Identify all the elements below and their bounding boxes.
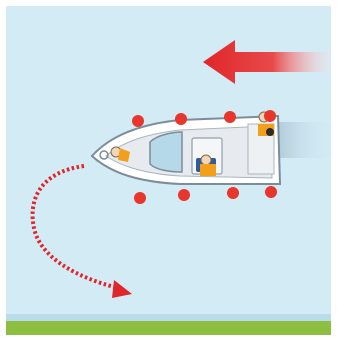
buoy-icon xyxy=(224,111,236,123)
buoy-icon xyxy=(132,115,144,127)
buoy-icon xyxy=(264,110,276,122)
person-icon xyxy=(258,111,274,136)
buoy-icon xyxy=(134,192,146,204)
grass-bank xyxy=(6,321,331,335)
buoy-icon xyxy=(265,186,277,198)
buoy-icon xyxy=(178,189,190,201)
shore-strip xyxy=(6,314,331,321)
person-icon xyxy=(200,154,216,176)
curved-path-arrow-icon xyxy=(30,164,132,298)
person-icon xyxy=(110,146,130,162)
direction-arrow-icon xyxy=(203,40,330,84)
buoy-icon xyxy=(227,187,239,199)
buoy-icon xyxy=(175,113,187,125)
